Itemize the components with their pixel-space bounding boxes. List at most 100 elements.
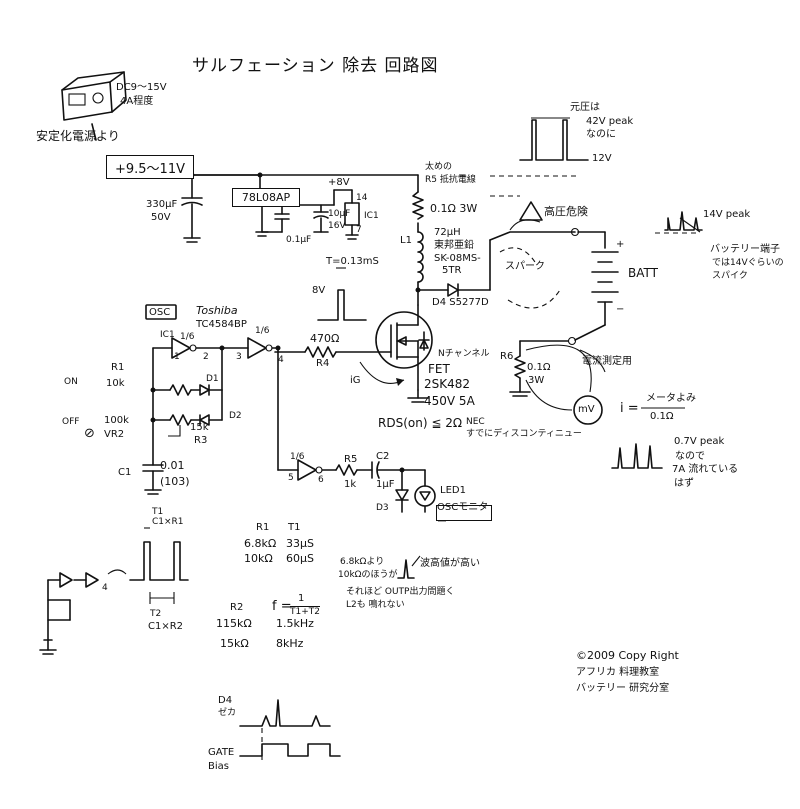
copyright-line-3: バッテリー 研究分室 — [576, 683, 670, 694]
formula-num: メータよみ — [646, 393, 696, 404]
table-r1-row-2: 10kΩ — [244, 552, 273, 565]
r5-note-2: R5 抵抗電線 — [425, 175, 476, 185]
pin-1: 1 — [174, 352, 180, 362]
d2-label: D2 — [229, 411, 242, 421]
table-t1-row-1: 33μS — [286, 537, 314, 550]
table-r1-head: R1 — [256, 522, 270, 533]
table-f-row-1: 1.5kHz — [276, 617, 314, 630]
copyright-line-2: アフリカ 料理教室 — [576, 667, 660, 678]
table-f-row-2: 8kHz — [276, 637, 304, 650]
r6-label: R6 — [500, 351, 514, 362]
cap-out-value: 10μF — [328, 209, 351, 219]
formula-f-den: T1+T2 — [290, 606, 320, 617]
formula-f-num: 1 — [298, 593, 305, 604]
osc-inv-3: 1/6 — [290, 452, 305, 462]
l1-part: SK-08MS- — [434, 253, 481, 264]
led-r-value: 1k — [344, 479, 357, 490]
osc-ic-label: IC1 — [160, 330, 175, 340]
c2-label: C2 — [376, 451, 390, 462]
gate-pulse-amp: 8V — [312, 285, 326, 296]
wave-top-base: 12V — [592, 153, 612, 164]
d4-label: D4 S5277D — [432, 297, 489, 308]
r3-label: R3 — [194, 435, 208, 446]
gate-pulse-time: T=0.13mS — [326, 256, 379, 267]
r4-value: 470Ω — [310, 332, 340, 345]
l1-part-2: 5TR — [442, 265, 462, 276]
regulated-note: 安定化電源より — [36, 129, 120, 143]
supply-note-2: 4A程度 — [120, 96, 154, 107]
fet-type: Nチャンネル — [438, 349, 490, 359]
pin-4: 4 — [278, 355, 284, 365]
bottom-d4-label: D4 — [218, 695, 233, 706]
bottom-d4-sub: ゼカ — [218, 708, 237, 718]
table-r2-row-1: 115kΩ — [216, 617, 252, 630]
pin-3: 3 — [236, 352, 242, 362]
r4-label: R4 — [316, 358, 330, 369]
osc-monitor-box: OSCモニター — [436, 502, 492, 528]
on-label: ON — [64, 377, 78, 387]
regulator-part: 78L08AP — [241, 191, 291, 204]
power-supply-icon — [61, 71, 127, 121]
wave-top-peak: 42V peak — [586, 116, 634, 127]
ic-pin-7: 7 — [356, 225, 362, 235]
r1-value: 10k — [106, 378, 125, 389]
t2-label: T2 — [150, 609, 162, 619]
gate-label: GATE — [208, 747, 235, 758]
timing-pin-4: 4 — [102, 583, 108, 593]
rds-note-2: すでにディスコンティニュー — [466, 429, 582, 439]
pin-6: 6 — [318, 475, 324, 485]
current-wave-note-3: はず — [674, 478, 694, 489]
l1-label: L1 — [400, 235, 412, 246]
ic-pin-14: 14 — [356, 193, 368, 203]
supply-voltage-box: +9.5～11V — [106, 155, 194, 179]
current-wave-note-1: なので — [675, 451, 705, 462]
meter-label: mV — [578, 404, 595, 415]
r5-value: 0.1Ω 3W — [430, 202, 478, 215]
term-note-2: では14Vぐらいの — [712, 258, 784, 268]
c1-value: 0.01 — [160, 459, 185, 472]
note-5: 波高値が高い — [420, 558, 480, 569]
led-label: LED1 — [440, 485, 466, 496]
table-r2-head: R2 — [230, 602, 244, 613]
cap-mid-value: 0.1μF — [286, 235, 312, 245]
table-r2-row-2: 15kΩ — [220, 637, 249, 650]
ic-supply-label: IC1 — [364, 211, 379, 221]
term-note-1: バッテリー端子 — [710, 244, 780, 255]
wave-top-note: なのに — [586, 129, 616, 140]
rds-note: NEC — [466, 417, 485, 427]
battery-label: BATT — [628, 266, 658, 280]
osc-part: TC4584BP — [196, 319, 247, 330]
pin-2: 2 — [203, 352, 209, 362]
r1-label: R1 — [111, 362, 125, 373]
fet-label: FET — [428, 362, 450, 376]
l1-maker: 東邦亜鉛 — [434, 240, 474, 251]
l1-value: 72μH — [434, 227, 461, 238]
pin-5: 5 — [288, 473, 294, 483]
osc-label: OSC — [149, 307, 171, 318]
t1-formula: C1×R1 — [152, 517, 184, 527]
osc-inv-2: 1/6 — [255, 326, 270, 336]
diagram-title: サルフェーション 除去 回路図 — [192, 56, 439, 76]
current-wave-peak: 0.7V peak — [674, 436, 725, 447]
battery-plus: + — [616, 239, 625, 250]
formula-den: 0.1Ω — [650, 411, 674, 422]
cap-out-voltage: 16V — [328, 221, 346, 231]
r3-value: 15k — [190, 422, 209, 433]
fet-part: 2SK482 — [424, 377, 471, 391]
osc-brand: Toshiba — [196, 304, 238, 317]
timing-sketch — [39, 569, 127, 655]
bias-label: Bias — [208, 761, 229, 772]
r5-note: 太めの — [425, 162, 453, 172]
formula-i: i = — [620, 401, 639, 416]
cap-in-value: 330μF — [146, 199, 178, 210]
formula-f: f = — [272, 599, 292, 614]
d3-label: D3 — [376, 503, 389, 513]
off-label: OFF — [62, 417, 80, 427]
spark-label: スパーク — [505, 261, 545, 272]
note-1: 6.8kΩより — [340, 557, 385, 567]
note-2: 10kΩのほうが — [338, 570, 398, 580]
rds-value: RDS(on) ≦ 2Ω — [378, 416, 462, 430]
reg-out-label: +8V — [328, 177, 350, 188]
